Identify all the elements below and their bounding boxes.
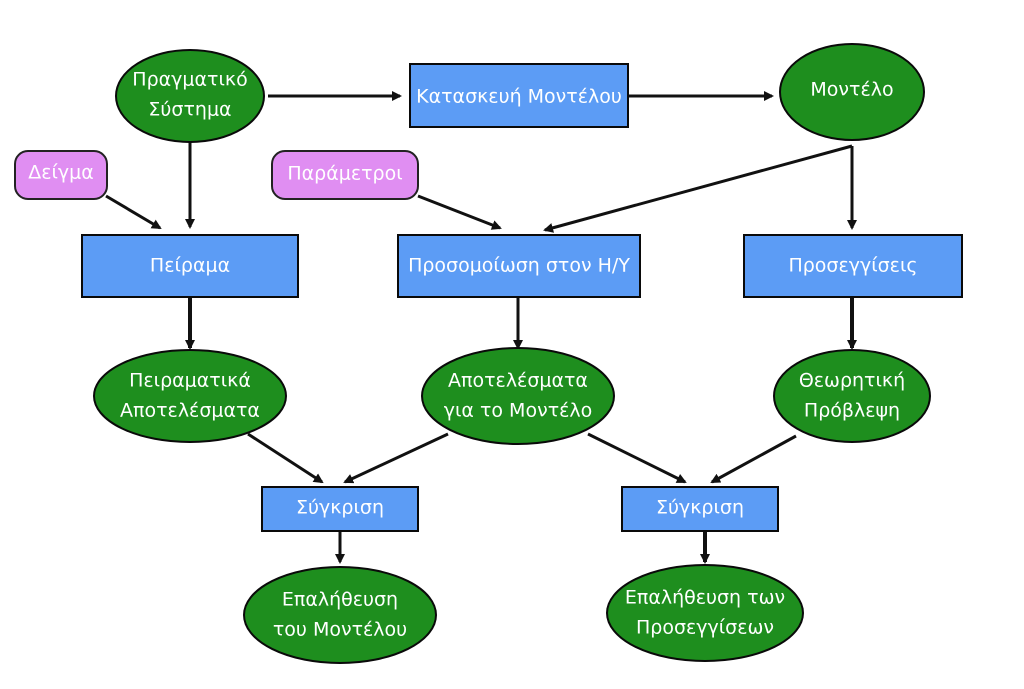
node-real-system: Πραγματικό Σύστημα — [115, 49, 265, 143]
node-label-line: Κατασκευή Μοντέλου — [416, 86, 622, 108]
arrows — [105, 91, 857, 564]
node-sample: Δείγμα — [14, 150, 108, 200]
node-label-line: Προσεγγίσεων — [636, 617, 774, 639]
node-label-line: Παράμετροι — [287, 163, 402, 185]
node-label-line: Αποτελέσματα — [120, 400, 260, 422]
node-label-line: Προσεγγίσεις — [788, 255, 917, 277]
node-label-line: για το Μοντέλο — [444, 400, 593, 422]
node-label-line: Δείγμα — [28, 162, 94, 184]
node-label-line: Σύστημα — [148, 99, 231, 121]
node-approximation-validation: Επαλήθευση των Προσεγγίσεων — [606, 564, 804, 662]
node-model-validation: Επαλήθευση του Μοντέλου — [243, 566, 437, 664]
node-label-line: Αποτελέσματα — [448, 370, 588, 392]
node-label-line: Μοντέλο — [810, 79, 893, 101]
node-label-line: Σύγκριση — [296, 497, 384, 519]
node-model-results: Αποτελέσματα για το Μοντέλο — [421, 347, 615, 445]
node-experiment: Πείραμα — [81, 234, 299, 298]
arrow-prediction-to-comparison-right — [710, 434, 797, 484]
arrow-parameters-to-simulation — [417, 194, 502, 230]
node-label-line: του Μοντέλου — [273, 619, 407, 641]
arrow-model-to-simulation — [543, 144, 853, 233]
arrow-sample-to-experiment — [105, 194, 162, 230]
node-comparison-left: Σύγκριση — [261, 486, 419, 532]
node-label-line: Επαλήθευση — [282, 589, 398, 611]
node-model: Μοντέλο — [779, 43, 925, 141]
node-experimental-results: Πειραματικά Αποτελέσματα — [93, 349, 287, 443]
arrow-model-results-to-comparison-left — [343, 432, 449, 484]
node-theoretical-prediction: Θεωρητική Πρόβλεψη — [773, 349, 931, 443]
node-label-line: Πείραμα — [150, 255, 230, 277]
arrow-exp-results-to-comparison-left — [247, 432, 324, 484]
node-label-line: Πρόβλεψη — [804, 400, 900, 422]
node-approximations: Προσεγγίσεις — [743, 234, 963, 298]
node-comparison-right: Σύγκριση — [621, 486, 779, 532]
node-parameters: Παράμετροι — [271, 150, 419, 200]
node-label-line: Επαλήθευση των — [625, 587, 785, 609]
node-label-line: Σύγκριση — [656, 497, 744, 519]
node-label-line: Πειραματικά — [129, 370, 251, 392]
node-simulation: Προσομοίωση στον Η/Υ — [397, 234, 641, 298]
node-model-construction: Κατασκευή Μοντέλου — [409, 63, 629, 128]
node-label-line: Προσομοίωση στον Η/Υ — [408, 255, 630, 277]
arrow-model-results-to-comparison-right — [587, 432, 687, 484]
node-label-line: Θεωρητική — [799, 370, 905, 392]
node-label-line: Πραγματικό — [132, 69, 247, 91]
